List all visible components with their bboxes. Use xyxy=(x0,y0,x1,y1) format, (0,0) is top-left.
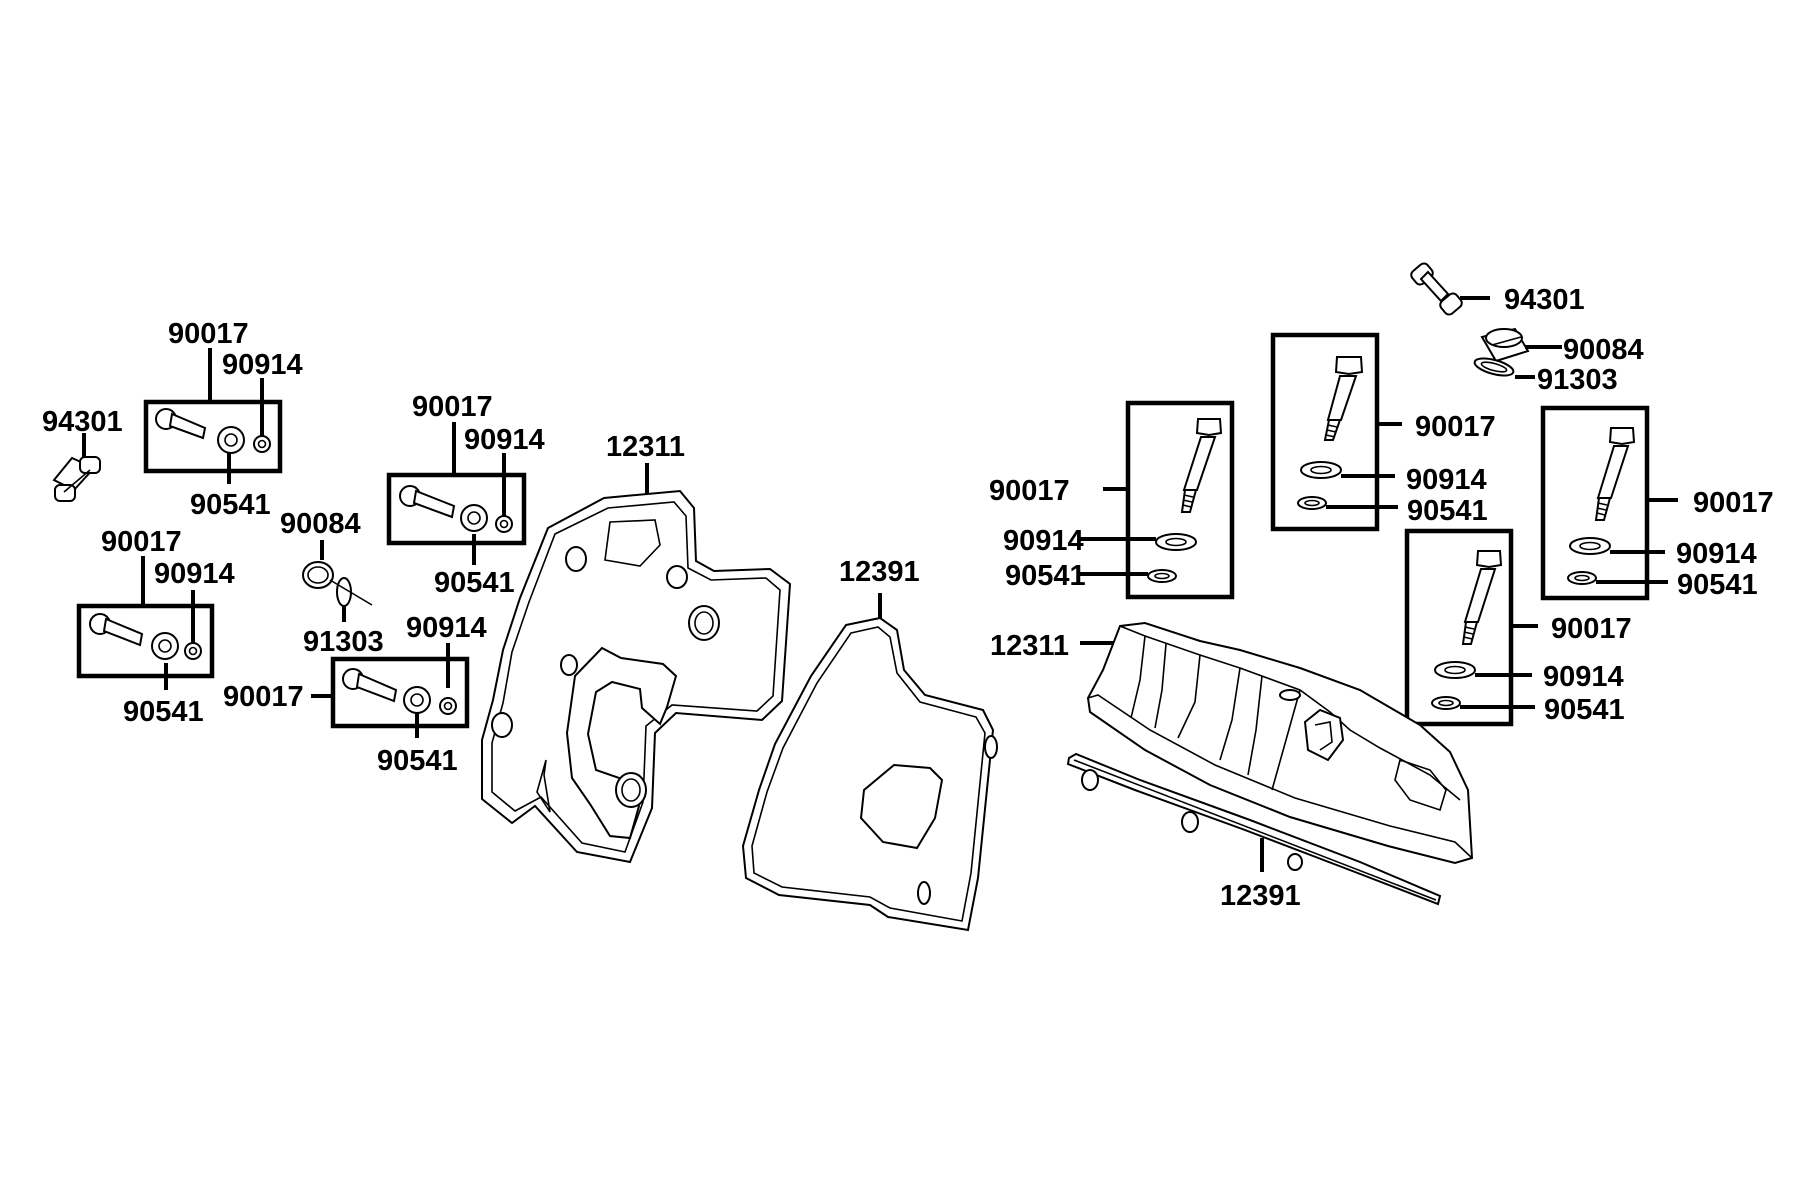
callout-90017-c: 90017 xyxy=(412,391,493,423)
callout-91303-left: 91303 xyxy=(303,626,384,658)
callout-90541-rd: 90541 xyxy=(1544,694,1625,726)
callout-90017-a: 90017 xyxy=(168,318,249,350)
callout-90914-rb: 90914 xyxy=(1003,525,1084,557)
callout-90914-rd: 90914 xyxy=(1543,661,1624,693)
bolt-set-box-b xyxy=(76,556,215,690)
callout-90084-left: 90084 xyxy=(280,508,361,540)
connector-94301-right xyxy=(1410,262,1490,316)
callout-12311-left: 12311 xyxy=(606,431,685,463)
callout-90914-rc: 90914 xyxy=(1676,538,1757,570)
callout-90541-ra: 90541 xyxy=(1407,495,1488,527)
callout-90017-rb: 90017 xyxy=(989,475,1070,507)
callout-12391-left: 12391 xyxy=(839,556,920,588)
callout-90017-ra: 90017 xyxy=(1415,411,1496,443)
callout-90914-b: 90914 xyxy=(154,558,235,590)
bolt-set-box-ra xyxy=(1270,332,1402,532)
cover-gasket-side-view xyxy=(1066,752,1442,906)
callout-94301-right: 94301 xyxy=(1504,284,1585,316)
callout-90914-d: 90914 xyxy=(406,612,487,644)
callout-90017-rc: 90017 xyxy=(1693,487,1774,519)
bolt-set-box-rb xyxy=(1078,400,1235,600)
bolt-set-box-rd xyxy=(1404,528,1538,727)
cylinder-head-cover-top-view xyxy=(481,463,792,864)
callout-90541-c: 90541 xyxy=(434,567,515,599)
plug-90084-right xyxy=(1473,327,1562,379)
callout-94301-left: 94301 xyxy=(42,406,123,438)
callout-90017-b: 90017 xyxy=(101,526,182,558)
bolt-set-box-d xyxy=(311,643,470,738)
callout-91303-right: 91303 xyxy=(1537,364,1618,396)
callout-90541-rc: 90541 xyxy=(1677,569,1758,601)
bolt-set-box-rc xyxy=(1540,405,1678,601)
callout-90541-a: 90541 xyxy=(190,489,271,521)
callout-90914-ra: 90914 xyxy=(1406,464,1487,496)
cylinder-head-cover-side-view xyxy=(1080,621,1474,865)
callout-90541-d: 90541 xyxy=(377,745,458,777)
callout-12311-right: 12311 xyxy=(990,630,1069,662)
callout-90017-rd: 90017 xyxy=(1551,613,1632,645)
callout-12391-right: 12391 xyxy=(1220,880,1301,912)
callout-90017-d: 90017 xyxy=(223,681,304,713)
bolt-set-box-a xyxy=(143,348,283,484)
callout-90914-c: 90914 xyxy=(464,424,545,456)
callout-90541-b: 90541 xyxy=(123,696,204,728)
bolt-set-box-c xyxy=(386,422,527,565)
connector-94301-left xyxy=(52,433,101,502)
plug-90084-left xyxy=(302,540,373,622)
callout-90084-right: 90084 xyxy=(1563,334,1644,366)
callout-90541-rb: 90541 xyxy=(1005,560,1086,592)
callout-90914-a: 90914 xyxy=(222,349,303,381)
cover-gasket-top-view xyxy=(741,593,998,932)
